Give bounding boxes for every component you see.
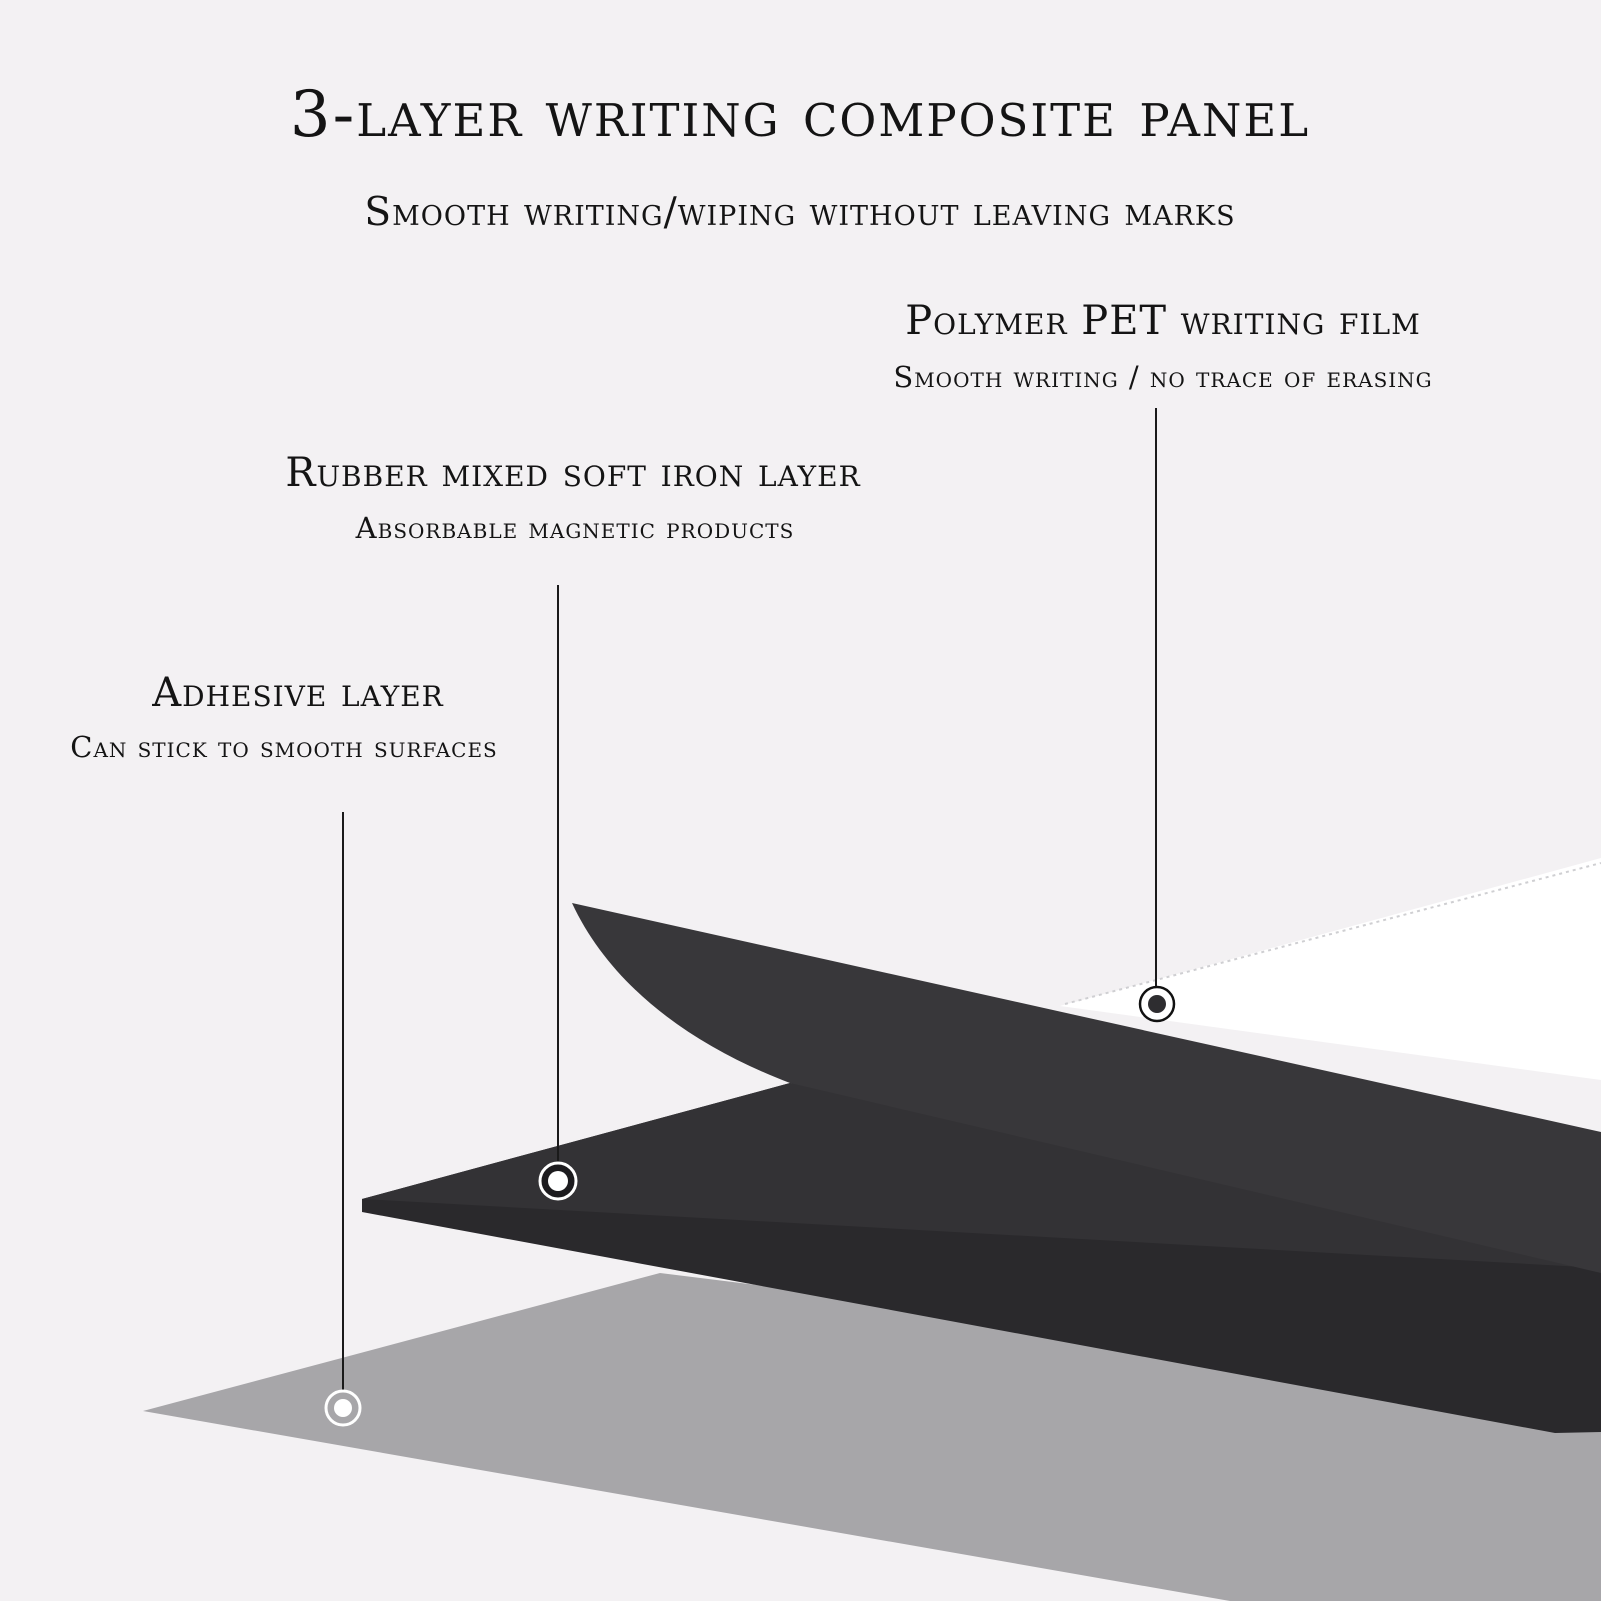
adhesive-layer-name: Adhesive layer (152, 670, 444, 716)
page-title: 3-layer writing composite panel (289, 78, 1311, 152)
pet-marker-icon (1138, 985, 1176, 1023)
adhesive-marker-icon (324, 1389, 362, 1427)
pet-layer-name: Polymer PET writing film (905, 298, 1421, 344)
page-subtitle: Smooth writing/wiping without leaving ma… (364, 190, 1236, 235)
iron-marker-icon (538, 1161, 578, 1201)
adhesive-layer-description: Can stick to smooth surfaces (70, 730, 498, 764)
iron-layer-top-face (362, 1083, 1601, 1268)
iron-layer-description: Absorbable magnetic products (355, 511, 795, 545)
iron-layer-name: Rubber mixed soft iron layer (285, 450, 861, 496)
pet-layer-description: Smooth writing / no trace of erasing (893, 360, 1433, 394)
pet-film-sheet (1060, 858, 1601, 1080)
pet-film-edge (1064, 862, 1601, 1005)
pet-film-curl (572, 903, 1601, 1273)
